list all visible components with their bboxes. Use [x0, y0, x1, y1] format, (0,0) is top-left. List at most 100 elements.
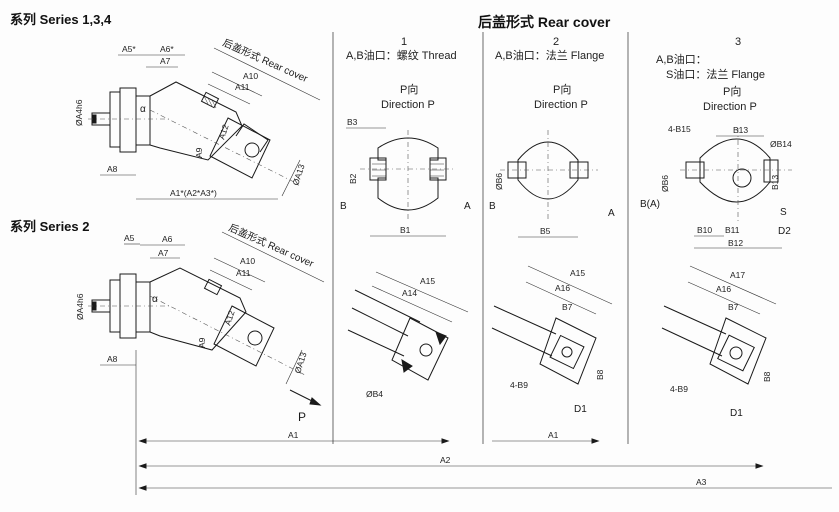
d2-col3: D2	[778, 226, 791, 237]
port-circle-134	[244, 142, 260, 158]
column-3-view-en: Direction P	[703, 101, 757, 113]
column-3-number: 3	[735, 36, 741, 48]
column-3-extra: S油口：法兰 Flange	[666, 67, 765, 81]
dim-b8-col2: B8	[595, 369, 605, 380]
heading-series-134: 系列 Series 1,3,4	[10, 12, 112, 27]
dim-b13-top: B13	[733, 125, 748, 135]
dimensions-series-2: A5 A6 A7 A8 ØA4h6 A9 A10 A11 A12 ØA13 后盖…	[75, 221, 325, 424]
overall-dimensions: A1 A1 A2 A3	[135, 350, 832, 495]
dim-b9-col2: 4-B9	[510, 380, 528, 390]
dim-a11-2: A11	[236, 268, 251, 278]
dim-b5: B5	[540, 226, 551, 236]
column-3-view-cn: P向	[723, 84, 741, 98]
cover-view-col2-top: B5 ØB6 B A	[489, 130, 615, 238]
cover-end-134	[235, 123, 269, 153]
dim-a12-134: A12	[216, 123, 230, 141]
port-b-col1: B	[340, 201, 347, 212]
dim-b14: ØB14	[770, 139, 792, 149]
dim-b8-col3: B8	[762, 371, 772, 382]
dim-a13-2: ØA13	[292, 351, 308, 375]
alpha-label-2: α	[152, 294, 158, 305]
motor-series-2: α	[88, 267, 306, 376]
dim-b9-col3: 4-B9	[670, 384, 688, 394]
dim-a15-col2: A15	[570, 268, 585, 278]
dim-a17: A17	[730, 270, 745, 280]
dim-a3: A3	[696, 477, 707, 487]
dim-b7-col2: B7	[562, 302, 573, 312]
column-2-view-en: Direction P	[534, 99, 588, 111]
dim-a4-134: ØA4h6	[74, 99, 84, 126]
flange-body-134	[119, 87, 137, 153]
housing-2	[149, 267, 247, 351]
body-134	[136, 95, 151, 146]
column-1-number: 1	[401, 36, 407, 48]
dim-b6-col3: ØB6	[660, 175, 670, 192]
dim-b15: 4-B15	[668, 124, 691, 134]
dim-a8-134: A8	[107, 164, 118, 174]
dim-a6-2: A6	[162, 234, 173, 244]
dim-b2: B2	[348, 173, 358, 184]
column-1-view-en: Direction P	[381, 99, 435, 111]
heading-series-2: 系列 Series 2	[10, 219, 90, 234]
alpha-label-134: α	[140, 104, 146, 115]
dim-a9-134: A9	[194, 147, 204, 158]
heading-rear-cover: 后盖形式 Rear cover	[478, 14, 611, 30]
cover-view-col1-bottom: A15 A14 ØB4	[347, 271, 469, 399]
port-a-col1: A	[464, 201, 471, 212]
cover-view-col1-top: B1 B3 B2 B A	[340, 117, 471, 237]
flange-134	[109, 91, 121, 148]
dim-a5-2: A5	[124, 233, 135, 243]
dim-a4-2: ØA4h6	[75, 293, 85, 320]
direction-p-label: P	[298, 410, 306, 424]
rear-cover-2	[213, 305, 275, 367]
cover-view-col3-bottom: A17 A16 B7 B8 4-B9 D1	[661, 265, 777, 419]
dim-b11: B11	[725, 225, 740, 235]
column-1-oil-ports: A,B油口：螺纹 Thread	[346, 48, 457, 62]
dim-a1-col1: A1	[288, 430, 299, 440]
d1-col3: D1	[730, 408, 743, 419]
port-b-col2: B	[489, 201, 496, 212]
dim-a2: A2	[440, 455, 451, 465]
column-1-view-cn: P向	[400, 82, 418, 96]
dim-a5-134: A5*	[122, 44, 136, 54]
dim-a15-col1: A15	[420, 276, 435, 286]
port-s-col3: S	[780, 207, 787, 218]
dim-b6-col2: ØB6	[494, 173, 504, 190]
dim-a10-2: A10	[240, 256, 255, 266]
dim-a1-col2: A1	[548, 430, 559, 440]
dim-a12-2: A12	[222, 309, 236, 327]
rear-cover-label-134: 后盖形式 Rear cover	[221, 36, 311, 85]
port-ba-col3: B(A)	[640, 199, 660, 210]
dimensions-series-134: A5* A6* A7 A8 ØA4h6 A1*(A2*A3*) A9 A10 A…	[74, 36, 321, 200]
column-2-number: 2	[553, 36, 559, 48]
column-3-oil-ports: A,B油口：	[656, 52, 707, 66]
column-2-view-cn: P向	[553, 82, 571, 96]
column-2-oil-ports: A,B油口：法兰 Flange	[495, 48, 604, 62]
dim-a16-col2: A16	[555, 283, 570, 293]
dim-a8-2: A8	[107, 354, 118, 364]
dim-a1-combo: A1*(A2*A3*)	[170, 188, 217, 198]
d1-col2: D1	[574, 404, 587, 415]
dim-a9-2: A9	[197, 337, 207, 348]
dim-b3: B3	[347, 117, 358, 127]
dim-b4: ØB4	[366, 389, 383, 399]
dim-a6-134: A6*	[160, 44, 174, 54]
dim-b13-side: B13	[770, 175, 780, 190]
dim-b1: B1	[400, 225, 411, 235]
cover-view-col2-bottom: A15 A16 B7 B8 4-B9 D1	[491, 265, 613, 415]
cover-view-col3-top: B13 4-B15 ØB14 B13 ØB6 B10 B11 B12 B(A) …	[640, 124, 792, 249]
dim-a7-2: A7	[158, 248, 169, 258]
dim-a13-134: ØA13	[290, 163, 306, 187]
dim-a10-134: A10	[243, 71, 258, 81]
dim-b7-col3: B7	[728, 302, 739, 312]
dim-a7-134: A7	[160, 56, 171, 66]
dim-a11-134: A11	[235, 82, 250, 92]
dim-a14-col1: A14	[402, 288, 417, 298]
housing-134	[149, 81, 243, 161]
dim-b10: B10	[697, 225, 712, 235]
port-a-col2: A	[608, 208, 615, 219]
dim-a16-col3: A16	[716, 284, 731, 294]
motor-series-134: α	[88, 81, 301, 186]
